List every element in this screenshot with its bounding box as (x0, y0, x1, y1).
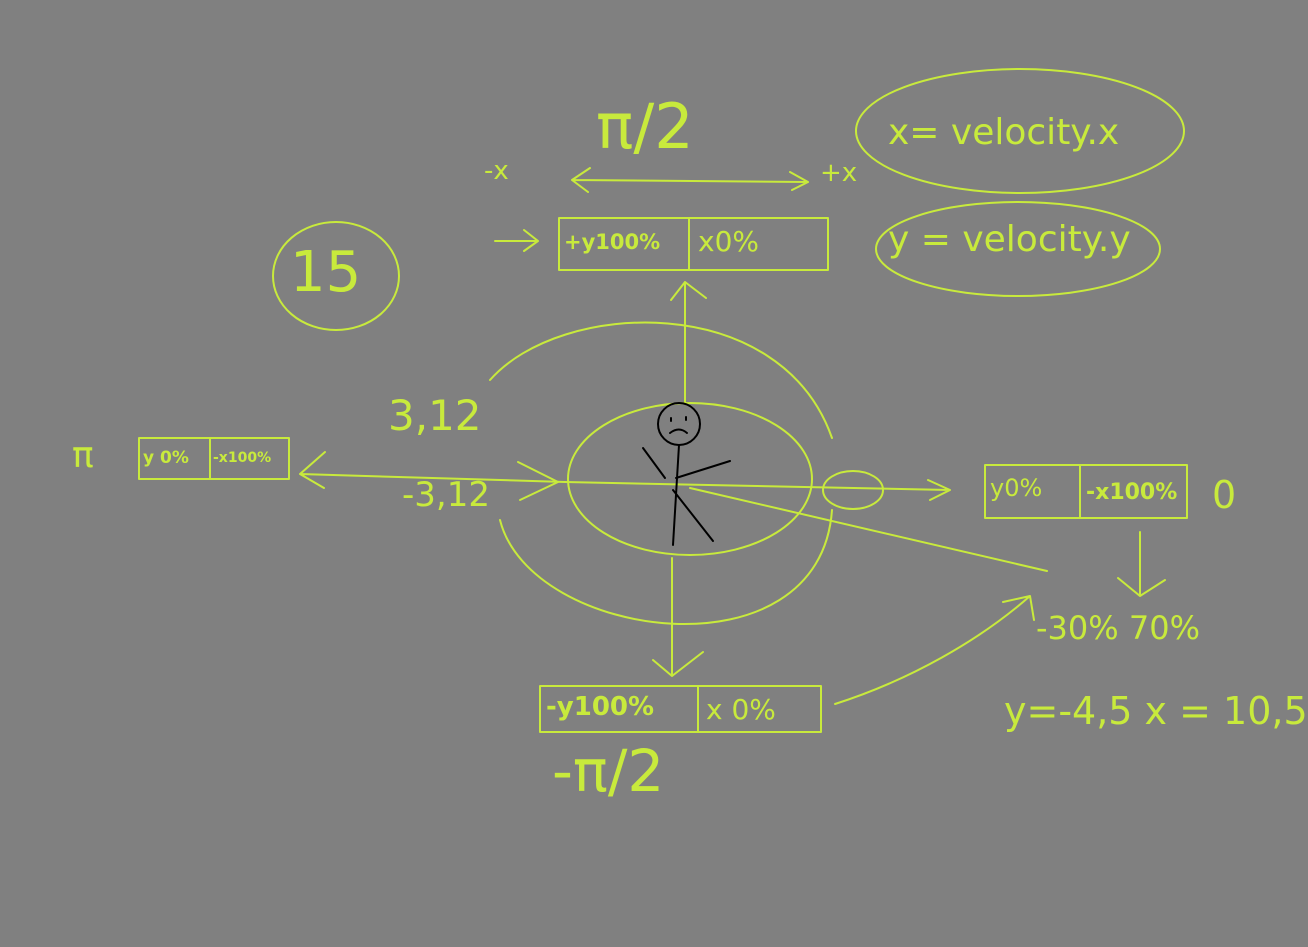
stick-figure-body (642, 444, 731, 546)
top-box-x-label: x0% (698, 225, 759, 258)
counter-circle (272, 221, 400, 331)
inner-ellipse (567, 402, 813, 556)
right-angle-label: 0 (1212, 473, 1237, 517)
left-box-outline (138, 437, 290, 480)
axis-right-loop (822, 470, 884, 510)
bottom-angle-label: -π/2 (552, 737, 665, 805)
left-box-x-label: -x100% (213, 450, 272, 466)
outer-arc-bottom (499, 509, 833, 626)
pos-x-label: +x (820, 158, 858, 188)
outer-arc-top (489, 321, 833, 439)
bottom-box-outline (539, 685, 822, 733)
top-box-outline (558, 217, 829, 271)
top-double-arrow (571, 167, 809, 193)
bottom-box-y-label: -y100% (546, 692, 655, 722)
angle-lower-label: -3,12 (402, 475, 490, 515)
right-box-x-label: -x100% (1086, 480, 1178, 505)
top-angle-label: π/2 (596, 90, 694, 163)
formula-x-label: x= velocity.x (888, 112, 1120, 153)
angle-arc-arrow (517, 461, 559, 501)
left-angle-label: π (72, 435, 94, 476)
values-note-label: y=-4,5 x = 10,5 (1004, 689, 1308, 733)
top-box-pointer-arrow (494, 229, 539, 252)
vertical-axis-down (652, 557, 704, 677)
neg-x-label: -x (484, 156, 509, 186)
angle-upper-label: 3,12 (388, 391, 482, 440)
horizontal-axis-left (299, 451, 566, 489)
formula-y-ellipse (875, 201, 1161, 297)
horizontal-axis-right (564, 479, 951, 501)
bottom-box-x-label: x 0% (706, 693, 776, 726)
stick-figure-head (657, 402, 701, 446)
formula-y-label: y = velocity.y (888, 219, 1131, 260)
diagonal-line (689, 487, 1048, 572)
percent-note-label: -30% 70% (1036, 609, 1200, 647)
right-box-down-arrow (1117, 531, 1166, 597)
counter-label: 15 (290, 240, 362, 305)
left-box-y-label: y 0% (143, 448, 189, 468)
vertical-axis-up (670, 281, 707, 403)
right-box-y-label: y0% (990, 474, 1043, 502)
bottom-curved-arrow (834, 595, 1035, 705)
right-box-outline (984, 464, 1188, 519)
stick-figure-face (669, 416, 688, 434)
top-box-y-label: +y100% (564, 230, 661, 254)
formula-x-ellipse (855, 68, 1185, 194)
